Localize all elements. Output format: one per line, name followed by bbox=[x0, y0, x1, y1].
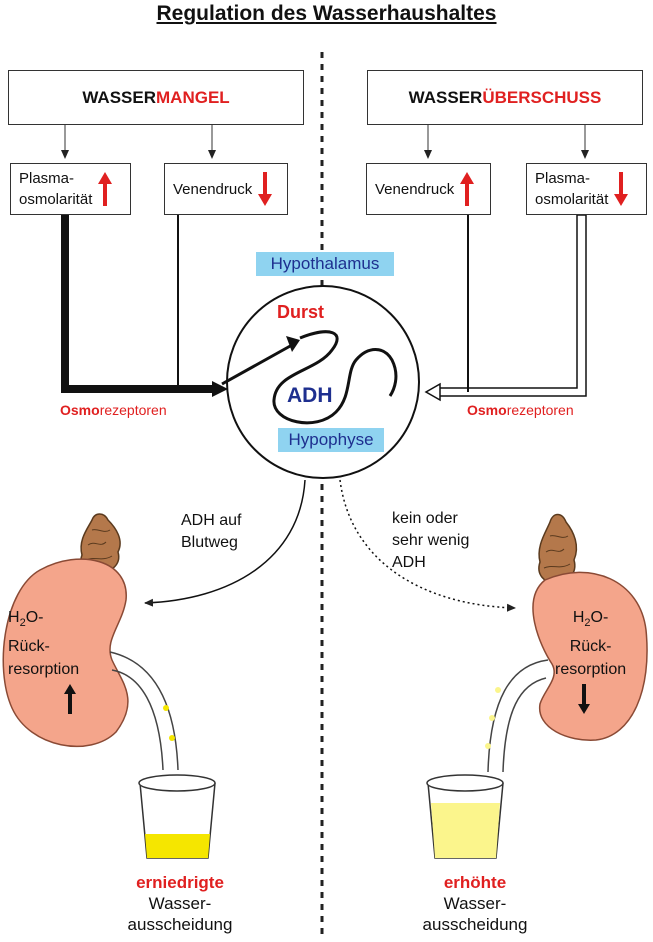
left-kidney bbox=[2, 558, 129, 747]
pituitary-label: Hypophyse bbox=[278, 428, 384, 452]
left-h-symbol: H bbox=[8, 609, 20, 626]
right-adrenal-gland bbox=[538, 513, 578, 583]
right-osmo-bold: Osmo bbox=[467, 402, 507, 418]
left-transport-text: ADH auf Blutweg bbox=[181, 510, 241, 554]
thirst-label: Durst bbox=[277, 302, 325, 322]
red-down-arrow-icon bbox=[258, 172, 273, 206]
water-excess-label-part1: WASSER bbox=[408, 87, 483, 107]
left-transport-line1: ADH auf bbox=[181, 512, 242, 529]
right-transport-line2: sehr wenig bbox=[392, 532, 470, 549]
red-down-arrow-icon bbox=[614, 172, 629, 206]
left-result-text: erniedrigte Wasser- ausscheidung bbox=[100, 872, 260, 935]
right-kidney-line3: resorption bbox=[555, 661, 627, 679]
water-deficit-label-part2: MANGEL bbox=[156, 87, 230, 107]
left-plasma-osmolarity-box: Plasma- osmolarität bbox=[10, 163, 131, 215]
right-kidney-line2: Rück- bbox=[569, 638, 612, 656]
water-excess-label-part2: ÜBERSCHUSS bbox=[482, 87, 602, 107]
right-result-word: erhöhte bbox=[443, 873, 507, 892]
left-kidney-line3: resorption bbox=[8, 661, 80, 679]
left-thick-path bbox=[61, 215, 215, 393]
right-h2-subscript: 2 bbox=[584, 617, 591, 630]
left-result-line3: ausscheidung bbox=[127, 915, 233, 934]
page-title: Regulation des Wasserhaushaltes bbox=[156, 2, 497, 25]
right-transport-line3: ADH bbox=[392, 554, 426, 571]
right-kidney-text: H2O- Rück- resorption bbox=[555, 606, 626, 681]
left-transport-line2: Blutweg bbox=[181, 534, 238, 551]
neuron-squiggle bbox=[272, 330, 398, 425]
black-down-arrow-icon bbox=[578, 684, 590, 714]
left-venous-label: Venendruck bbox=[173, 180, 253, 198]
right-plasma-osmolarity-box: Plasma- osmolarität bbox=[526, 163, 647, 215]
right-osmo-rest: rezeptoren bbox=[506, 402, 574, 418]
black-up-arrow-icon bbox=[64, 684, 76, 714]
left-kidney-line2: Rück- bbox=[8, 638, 50, 656]
right-osmoreceptors-label: Osmorezeptoren bbox=[467, 402, 574, 418]
adh-label: ADH bbox=[287, 384, 333, 407]
hypothalamus-label: Hypothalamus bbox=[256, 252, 394, 276]
right-h-symbol: H bbox=[572, 609, 585, 626]
right-transport-text: kein oder sehr wenig ADH bbox=[392, 508, 469, 574]
left-osmoreceptors-label: Osmorezeptoren bbox=[60, 402, 167, 418]
water-deficit-label-part1: WASSER bbox=[82, 87, 156, 107]
left-h2-subscript: 2 bbox=[19, 617, 26, 630]
right-o-symbol: O- bbox=[590, 609, 609, 626]
right-plasma-line2: osmolarität bbox=[535, 191, 609, 208]
red-up-arrow-icon bbox=[98, 172, 113, 206]
right-kidney-line1: H2O- bbox=[555, 606, 626, 635]
right-kidney bbox=[532, 571, 648, 741]
left-kidney-line1: H2O- bbox=[8, 606, 79, 635]
left-venous-pressure-box: Venendruck bbox=[164, 163, 288, 215]
left-osmo-rest: rezeptoren bbox=[99, 402, 167, 418]
left-kidney-text: H2O- Rück- resorption bbox=[8, 606, 79, 681]
left-result-word: erniedrigte bbox=[136, 873, 224, 892]
left-result-line2: Wasser- bbox=[148, 894, 212, 913]
right-result-line3: ausscheidung bbox=[422, 915, 528, 934]
right-transport-line1: kein oder bbox=[392, 510, 458, 527]
right-venous-label: Venendruck bbox=[375, 180, 455, 198]
left-osmo-bold: Osmo bbox=[60, 402, 100, 418]
right-result-text: erhöhte Wasser- ausscheidung bbox=[395, 872, 555, 935]
left-o-symbol: O- bbox=[25, 609, 44, 626]
left-plasma-line1: Plasma- bbox=[19, 170, 75, 187]
red-up-arrow-icon bbox=[460, 172, 475, 206]
right-plasma-line1: Plasma- bbox=[535, 170, 591, 187]
left-plasma-line2: osmolarität bbox=[19, 191, 93, 208]
right-result-line2: Wasser- bbox=[443, 894, 507, 913]
right-venous-pressure-box: Venendruck bbox=[366, 163, 491, 215]
